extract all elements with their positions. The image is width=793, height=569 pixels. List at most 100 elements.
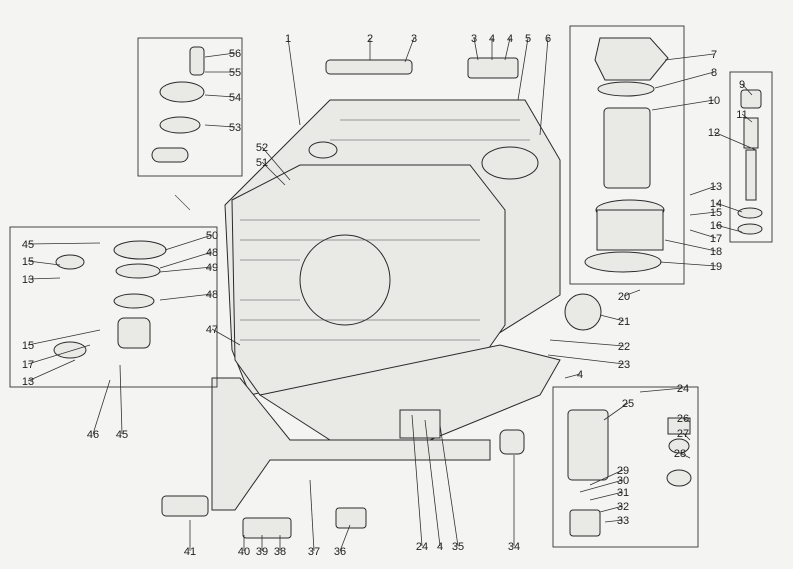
leader-line xyxy=(211,328,241,346)
callout-number: 3 xyxy=(411,33,417,45)
mounting-bracket xyxy=(211,344,561,511)
callout-number: 8 xyxy=(711,67,717,79)
callout-number: 46 xyxy=(87,429,99,441)
callout-number: 14 xyxy=(710,198,722,210)
leader-line xyxy=(159,266,213,273)
callout-number: 22 xyxy=(618,341,630,353)
callout-number: 12 xyxy=(708,127,720,139)
callout-number: 33 xyxy=(617,515,629,527)
callout-number: 17 xyxy=(710,233,722,245)
leader-line xyxy=(639,387,684,393)
leader-line xyxy=(713,131,757,151)
callout-number: 21 xyxy=(618,316,630,328)
leader-line xyxy=(654,71,715,89)
leader-line xyxy=(517,37,529,101)
callout-number: 35 xyxy=(452,541,464,553)
detail-box-sender xyxy=(9,226,218,388)
leader-line xyxy=(27,277,61,280)
callout-number: 37 xyxy=(308,546,320,558)
callout-number: 29 xyxy=(617,465,629,477)
callout-number: 38 xyxy=(274,546,286,558)
callout-number: 15 xyxy=(22,340,34,352)
callout-number: 48 xyxy=(206,247,218,259)
callout-number: 32 xyxy=(617,501,629,513)
callout-number: 7 xyxy=(711,49,717,61)
leader-line xyxy=(741,83,753,96)
callout-number: 40 xyxy=(238,546,250,558)
callout-number: 48 xyxy=(206,289,218,301)
detail-box-filler-neck xyxy=(137,37,243,211)
callout-number: 4 xyxy=(437,541,443,553)
leader-line xyxy=(715,224,743,233)
callout-number: 24 xyxy=(677,383,689,395)
leader-line xyxy=(204,94,236,98)
leader-line xyxy=(603,402,629,421)
callout-number: 30 xyxy=(617,475,629,487)
callout-number: 20 xyxy=(618,291,630,303)
leader-line xyxy=(682,432,691,441)
callout-number: 39 xyxy=(256,546,268,558)
leader-line xyxy=(119,364,123,435)
callout-number: 50 xyxy=(206,230,218,242)
callout-number: 6 xyxy=(545,33,551,45)
leader-line xyxy=(599,505,624,513)
leader-line xyxy=(287,37,301,126)
leader-line xyxy=(204,124,236,128)
leader-line xyxy=(27,344,91,365)
callout-number: 17 xyxy=(22,359,34,371)
leader-line xyxy=(741,113,753,123)
leader-line xyxy=(689,185,717,196)
leader-line xyxy=(579,479,624,493)
callout-number: 5 xyxy=(525,33,531,45)
callout-number: 13 xyxy=(710,181,722,193)
leader-line xyxy=(27,359,76,382)
leader-line xyxy=(664,53,715,61)
leader-line xyxy=(261,161,286,186)
callout-number: 51 xyxy=(256,157,268,169)
detail-box-drain xyxy=(552,386,699,548)
leader-line xyxy=(682,417,691,423)
callout-number: 49 xyxy=(206,262,218,274)
leader-line xyxy=(424,419,441,547)
detail-box-fuel-filter xyxy=(569,25,685,285)
leader-line xyxy=(339,524,351,552)
callout-number: 23 xyxy=(618,359,630,371)
leader-line xyxy=(159,251,213,269)
leader-line xyxy=(473,37,479,61)
fuel-tank-body xyxy=(224,99,561,396)
callout-number: 4 xyxy=(489,33,495,45)
callout-number: 31 xyxy=(617,487,629,499)
callout-number: 53 xyxy=(229,122,241,134)
leader-line xyxy=(159,293,213,301)
callout-number: 25 xyxy=(622,398,634,410)
leader-line xyxy=(404,37,415,63)
leader-line xyxy=(411,414,423,547)
callout-number: 15 xyxy=(710,207,722,219)
leader-line xyxy=(715,202,743,213)
callout-number: 3 xyxy=(471,33,477,45)
leader-line xyxy=(27,329,101,346)
callout-number: 9 xyxy=(739,79,745,91)
leader-line xyxy=(689,211,717,216)
callout-number: 45 xyxy=(22,239,34,251)
callout-number: 1 xyxy=(285,33,291,45)
callout-number: 13 xyxy=(22,274,34,286)
callout-number: 27 xyxy=(677,428,689,440)
callout-number: 18 xyxy=(710,246,722,258)
leader-line xyxy=(659,261,717,267)
misc-parts xyxy=(161,57,602,539)
leader-line xyxy=(439,424,459,547)
callout-number: 11 xyxy=(736,109,747,121)
callout-number: 4 xyxy=(577,369,583,381)
callout-number: 55 xyxy=(229,67,241,79)
callout-number: 34 xyxy=(508,541,520,553)
callout-number: 16 xyxy=(710,220,722,232)
callout-number: 28 xyxy=(674,448,686,460)
callout-number: 10 xyxy=(708,95,720,107)
leader-line xyxy=(539,37,549,136)
leader-line xyxy=(604,519,624,523)
leader-line xyxy=(599,314,625,322)
leader-line xyxy=(664,239,717,252)
